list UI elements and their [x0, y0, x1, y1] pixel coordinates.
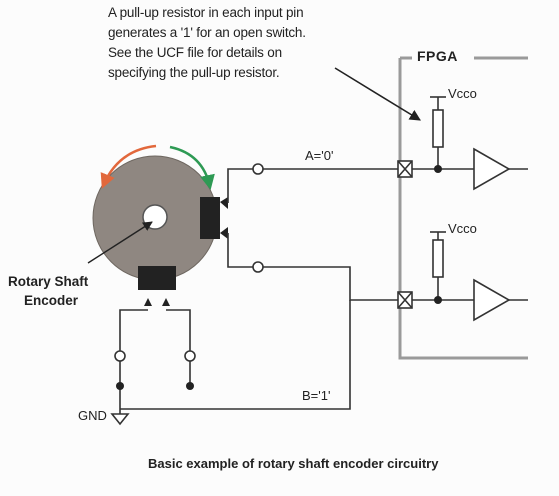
- junction-dot: [434, 165, 442, 173]
- vcco-label-top: Vcco: [448, 86, 477, 101]
- encoder-label-line-2: Encoder: [24, 293, 79, 308]
- vcco-label-bottom: Vcco: [448, 221, 477, 236]
- encoder-label-arrow: [87, 221, 153, 264]
- ground-icon: [110, 409, 130, 426]
- encoder-label-line-1: Rotary Shaft: [8, 274, 89, 289]
- annotation-line-2: generates a '1' for an open switch.: [108, 25, 306, 40]
- annotation-line-1: A pull-up resistor in each input pin: [108, 5, 304, 20]
- switch-contact-icon: [114, 163, 264, 362]
- signal-b-label: B='1': [302, 388, 331, 403]
- fpga-boundary: [398, 56, 528, 360]
- rotation-cw-arrow: [169, 145, 215, 190]
- resistor-icon: [432, 109, 444, 148]
- annotation-line-4: specifying the pull-up resistor.: [108, 65, 280, 80]
- signal-a-label: A='0': [305, 148, 334, 163]
- annotation-arrow: [334, 67, 421, 121]
- input-pad-icon: [397, 160, 413, 178]
- resistor-icon: [432, 239, 444, 278]
- buffer-icon: [473, 278, 511, 322]
- circuit-wires: [119, 96, 528, 410]
- annotation-line-3: See the UCF file for details on: [108, 45, 282, 60]
- rotary-encoder-body: [92, 155, 228, 306]
- gnd-label: GND: [78, 408, 107, 423]
- input-pad-icon: [397, 291, 413, 309]
- junction-dot: [434, 296, 442, 304]
- buffer-icon: [473, 147, 511, 191]
- rotation-ccw-arrow: [100, 144, 157, 189]
- diagram-caption: Basic example of rotary shaft encoder ci…: [148, 456, 439, 471]
- junction-dot: [186, 382, 194, 390]
- junction-dot: [116, 382, 124, 390]
- fpga-label: FPGA: [417, 48, 458, 64]
